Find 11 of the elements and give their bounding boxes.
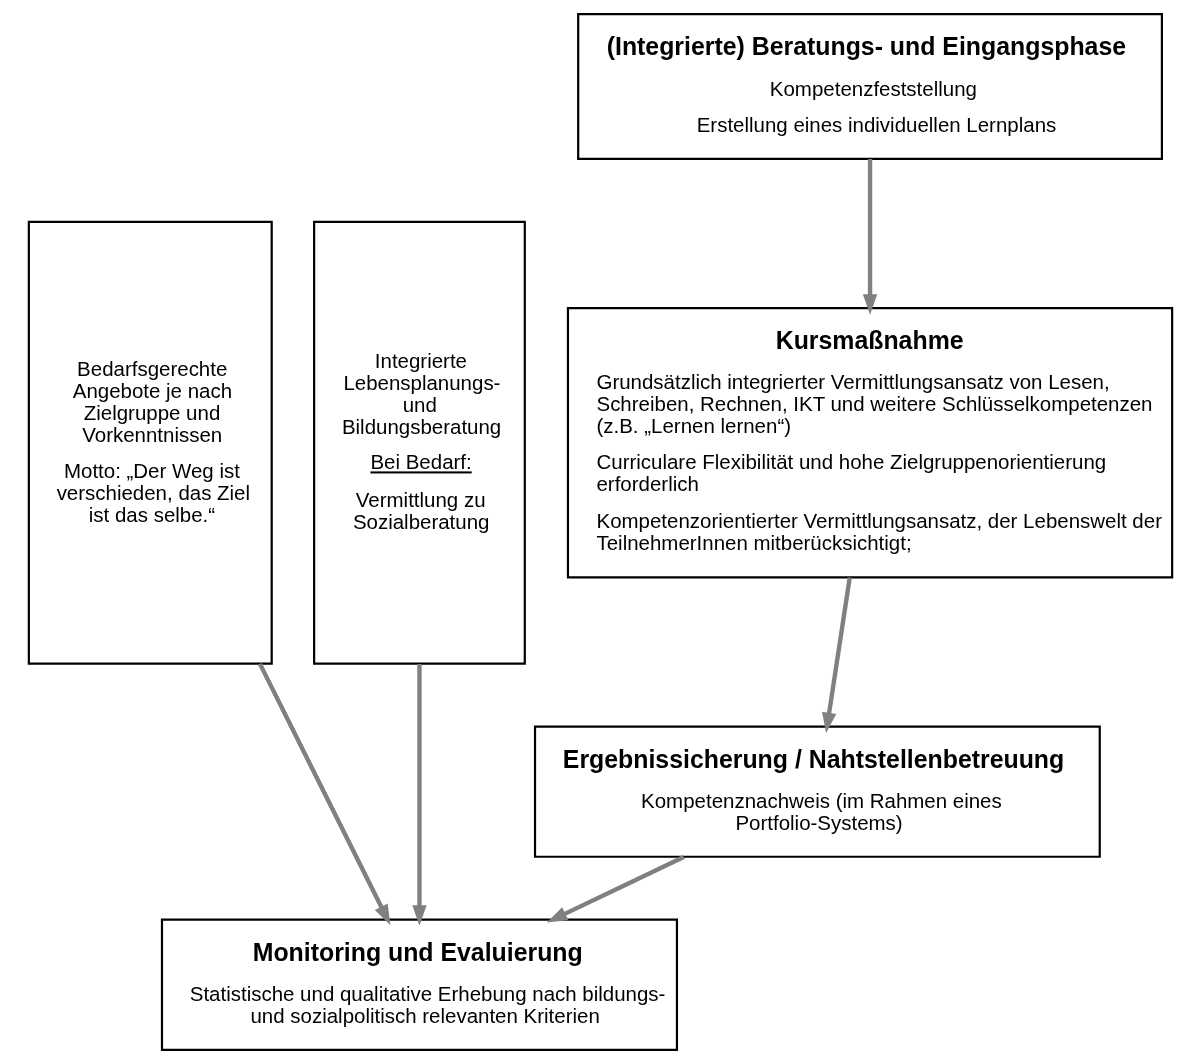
node-box: Monitoring und Evaluierung Statistische und qualitative Erhebung nach bildungs- und sozialpolitisch relevanten Kriterien (160, 918, 679, 1051)
node-box: Kursmaßnahme Grundsätzlich integrierter Vermittlungsansatz von Lesen, Schreiben, Rechnen, IKT und weitere Schlüsselkompetenzen (z.B. „Lernen lernen“) Curriculare Flexibilität und hohe Zielgruppenorientierung erforderlich Kompetenzorientierter Vermittlungsansatz, der Lebenswelt der TeilnehmerInnen mitberücksichtigt; (566, 307, 1174, 579)
node-box: (Integrierte) Beratungs- und Eingangsphase Kompetenzfeststellung Erstellung eines individuellen Lernplans (577, 13, 1163, 161)
node-box: Integrierte Lebensplanungs- und Bildungsberatung Bei Bedarf: Vermittlung zu Sozialberatung (313, 220, 526, 665)
arrow (862, 159, 878, 315)
arrow (258, 662, 391, 926)
node-box: Ergebnissicherung / Nahtstellenbetreuung Kompetenznachweis (im Rahmen eines Portfolio-Systems) (533, 725, 1101, 858)
arrow (822, 577, 852, 734)
arrow (412, 663, 427, 926)
node-box: Bedarfsgerechte Angebote je nach Zielgruppe und Vorkenntnissen Motto: „Der Weg ist verschieden, das Ziel ist das selbe.“ (27, 220, 273, 665)
arrow (546, 855, 685, 923)
